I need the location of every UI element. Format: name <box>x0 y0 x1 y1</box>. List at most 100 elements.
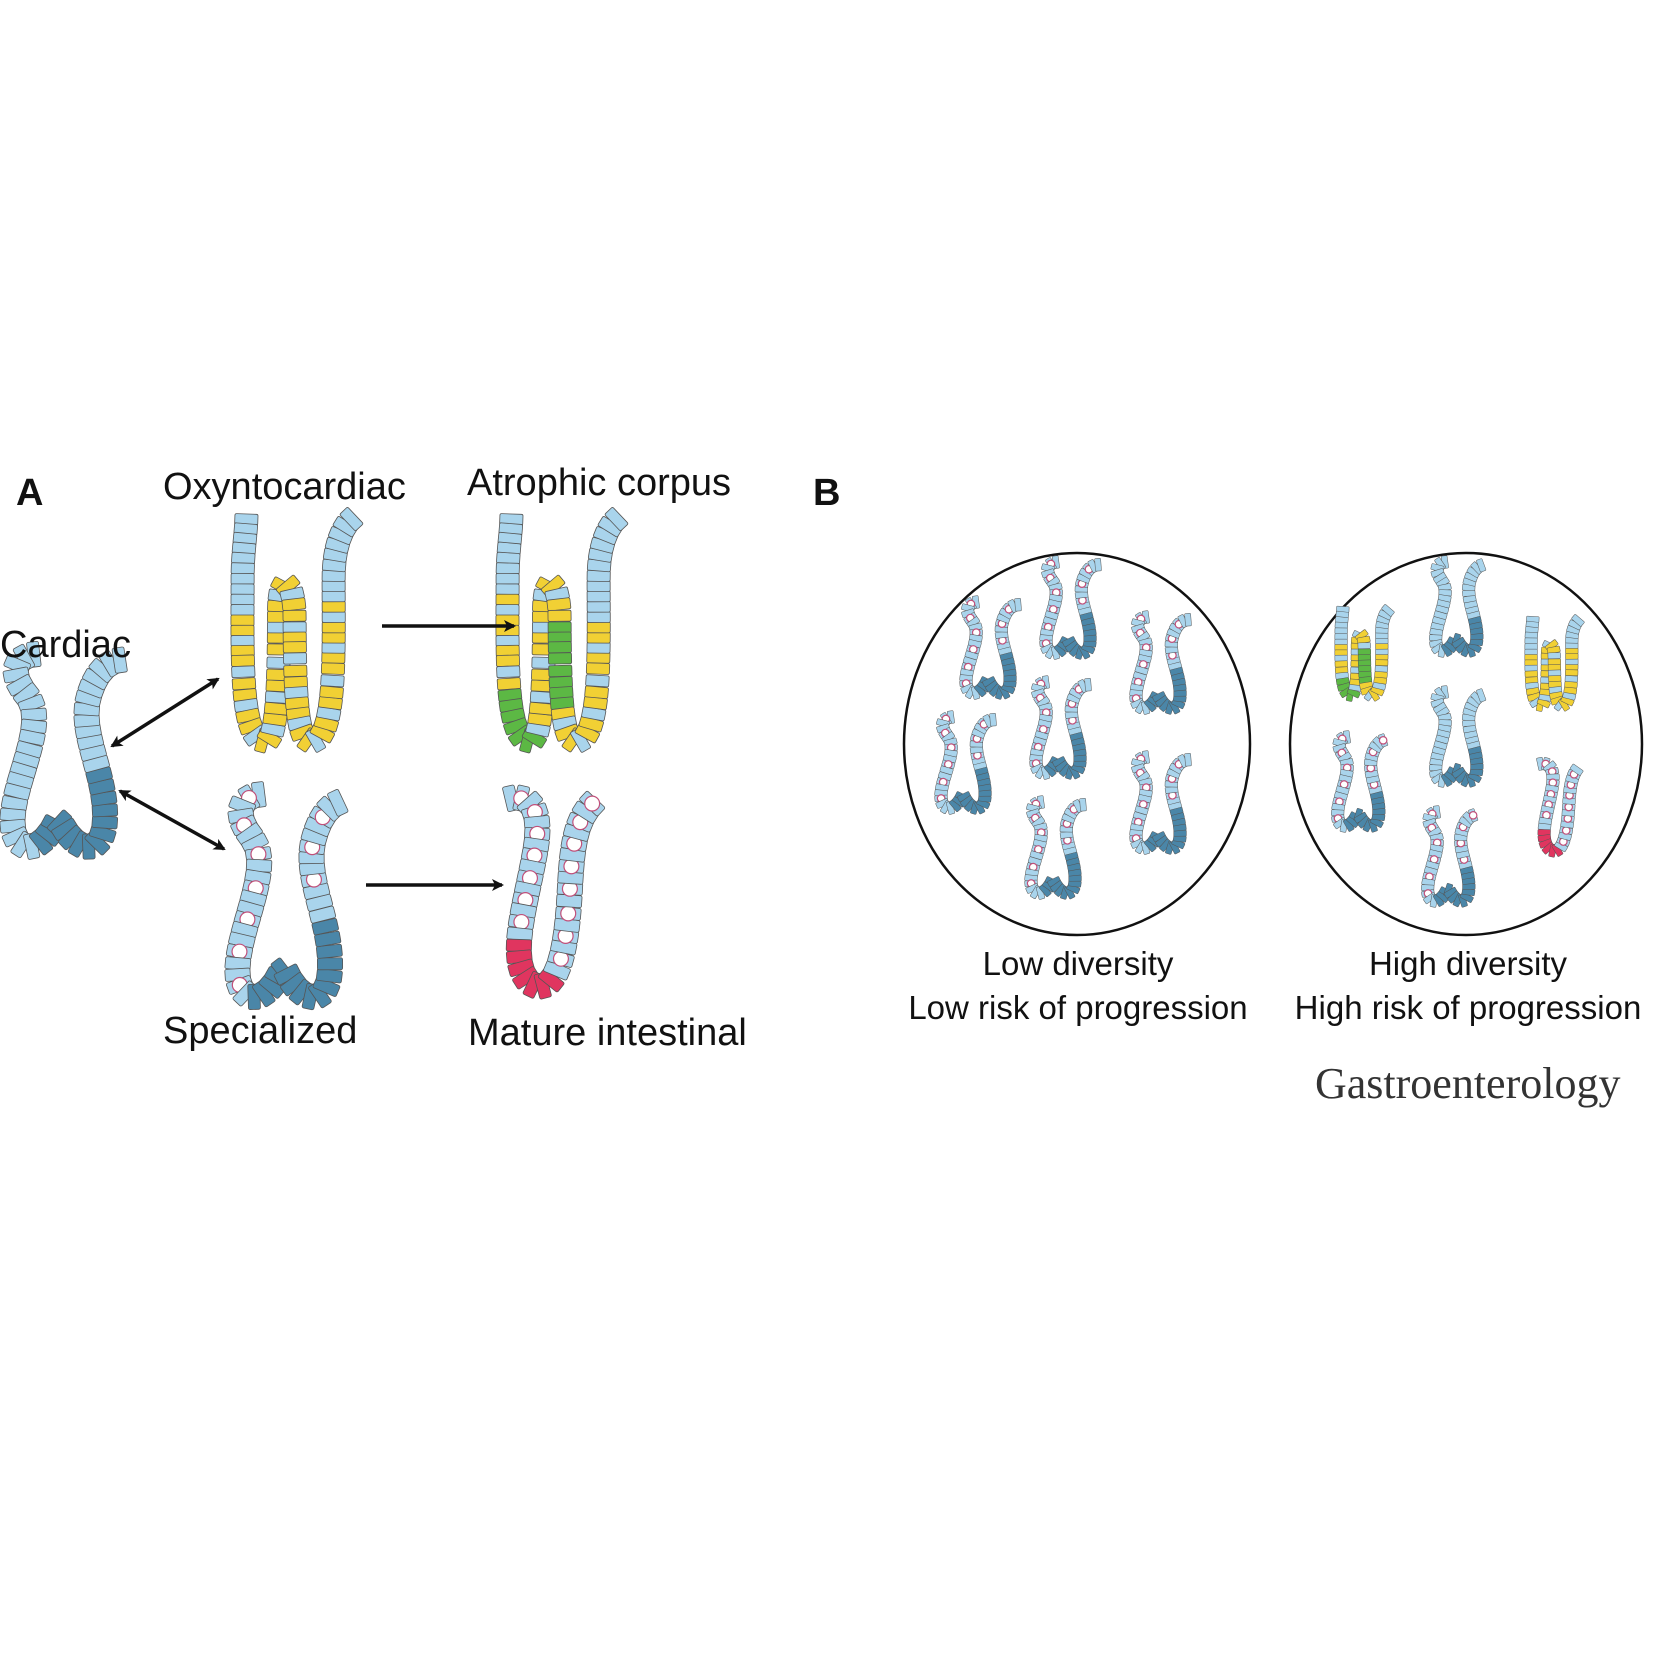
gland-cell <box>586 641 611 654</box>
gland-icon <box>1421 805 1479 908</box>
gland-cell <box>282 609 307 622</box>
gland-cell <box>989 713 997 727</box>
gland-icon <box>502 784 606 1000</box>
gland-cell <box>230 572 255 585</box>
gland-cell <box>311 918 339 936</box>
gland-cell <box>1357 648 1371 656</box>
goblet-cell <box>584 795 601 812</box>
label-cardiac: Cardiac <box>0 624 131 666</box>
gland-cell <box>495 604 520 617</box>
gland-cell <box>1564 675 1579 683</box>
gland-cell <box>319 685 344 700</box>
gland-cell <box>1374 665 1389 673</box>
gland-cell <box>230 583 255 596</box>
gland-cell <box>586 631 611 644</box>
gland-cell <box>327 789 349 817</box>
gland-cell <box>1334 654 1348 662</box>
gland-cell <box>1524 643 1538 651</box>
gland-cell <box>586 600 611 613</box>
gland-cell <box>230 654 255 667</box>
gland-cell <box>230 634 255 647</box>
goblet-cell <box>560 905 577 922</box>
gland-cell <box>1476 688 1487 703</box>
panel-a-letter: A <box>16 472 44 514</box>
gland-icon <box>1536 756 1584 858</box>
gland-cell <box>91 815 119 830</box>
gland-icon <box>1331 730 1389 833</box>
gland-cell <box>1565 669 1579 677</box>
gland-cell <box>1565 652 1579 660</box>
goblet-cell <box>1378 735 1388 745</box>
gland-cell <box>546 597 572 612</box>
gland-cell <box>586 580 611 592</box>
caption-high-line2: High risk of progression <box>1294 989 1642 1026</box>
gland-icon <box>1024 795 1087 900</box>
gland-cell <box>1524 664 1538 672</box>
gland-cell <box>1569 763 1584 776</box>
gland-cell <box>1547 658 1561 666</box>
gland-cell <box>283 652 308 665</box>
gland-cell <box>321 621 346 634</box>
gland-cell <box>230 604 255 617</box>
gland-mature-intestinal <box>502 784 606 1000</box>
gland-icon <box>1524 614 1585 712</box>
double-arrow-icon <box>118 789 226 851</box>
gland-cell <box>231 665 256 679</box>
gland-cell <box>586 611 611 623</box>
gland-cell <box>316 957 344 971</box>
gland-cell <box>320 674 345 688</box>
gland-cell <box>528 701 554 716</box>
gland-cell <box>1014 598 1022 612</box>
gland-specialized <box>224 781 349 1011</box>
gland-icon <box>934 710 997 815</box>
goblet-cell <box>1468 810 1478 820</box>
gland-cell <box>496 677 522 691</box>
label-oxyntocardiac: Oxyntocardiac <box>163 466 406 508</box>
gland-cell <box>282 641 307 654</box>
gland-icon <box>1039 555 1102 660</box>
gland-cell <box>548 664 573 678</box>
gland-cell <box>1565 658 1579 665</box>
gland-cell <box>1334 638 1348 646</box>
gland-cell <box>320 662 346 675</box>
gland-cell <box>495 583 520 596</box>
label-atrophic-corpus: Atrophic corpus <box>467 462 732 504</box>
gland-icon <box>1429 685 1487 788</box>
gland-cell <box>1547 652 1561 660</box>
gland-cell <box>1381 604 1395 617</box>
gland-cell <box>321 580 346 592</box>
gland-cell <box>1079 798 1087 812</box>
gland-icon <box>230 507 364 754</box>
caption-high-line1: High diversity <box>1368 945 1568 982</box>
gland-icon <box>1129 750 1192 855</box>
gland-cell <box>316 943 343 959</box>
gland-cell <box>315 968 343 984</box>
gland-cell <box>1375 659 1389 667</box>
gland-atrophic-corpus <box>495 507 629 754</box>
gland-cell <box>584 685 609 700</box>
gland-cell <box>230 624 255 637</box>
panel-b-letter: B <box>813 472 841 514</box>
circle-low-diversity <box>902 551 1252 937</box>
gland-cell <box>547 641 572 654</box>
gland-cell <box>1334 627 1348 635</box>
gland-cell <box>1571 614 1585 627</box>
double-arrow-icon <box>110 677 220 748</box>
gland-cell <box>496 665 521 679</box>
gland-cell <box>547 621 572 634</box>
gland-cell <box>263 701 289 716</box>
gland-cell <box>111 646 128 674</box>
gland-cell <box>1094 558 1102 572</box>
gland-cell <box>321 641 346 654</box>
gland-cell <box>231 677 257 691</box>
gland-cell <box>283 664 308 678</box>
gland-cell <box>585 662 611 675</box>
gland-cardiac <box>0 640 128 860</box>
gland-cell <box>1084 678 1092 692</box>
gland-cell <box>1334 660 1348 668</box>
gland-cell <box>1524 637 1538 645</box>
gland-cell <box>547 609 572 622</box>
label-specialized: Specialized <box>163 1010 358 1052</box>
caption-low-line2: Low risk of progression <box>908 989 1248 1026</box>
